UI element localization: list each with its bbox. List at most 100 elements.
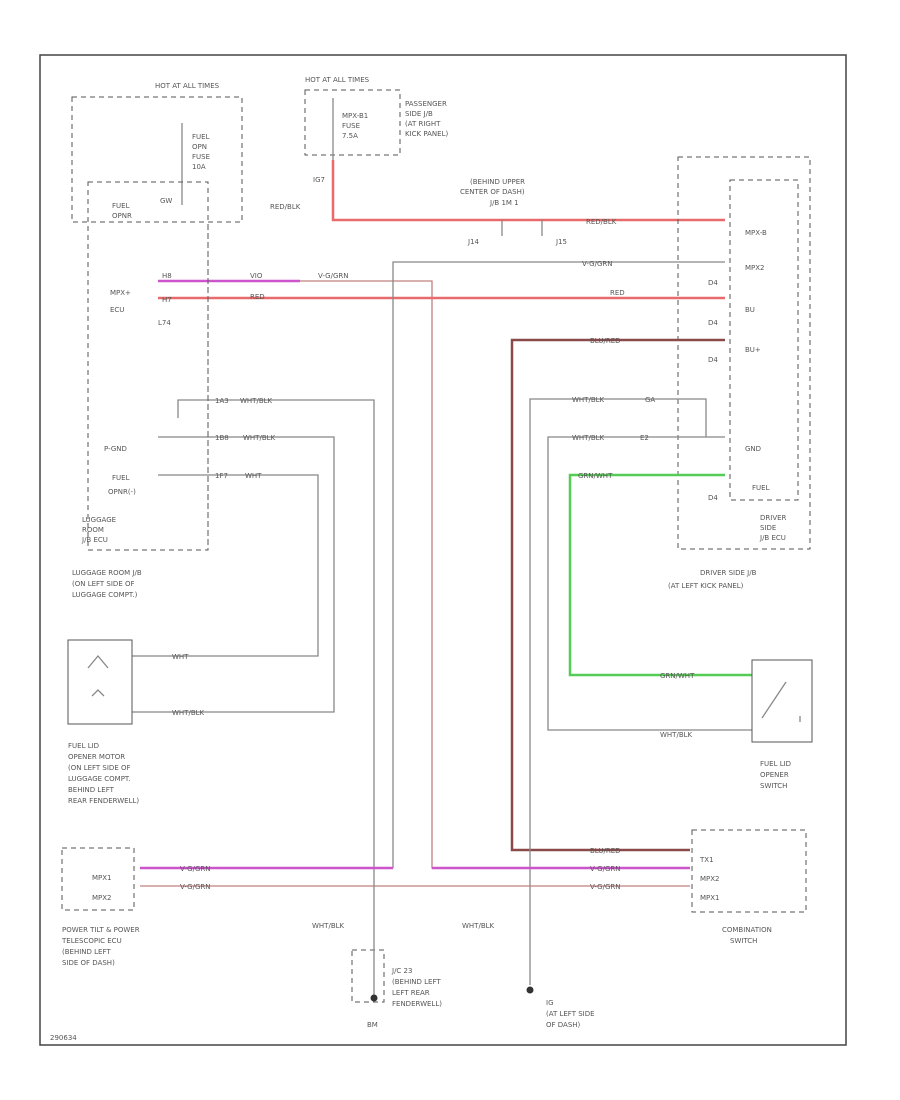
- wire-label-vio: VIO: [250, 272, 263, 280]
- combo-pin-2: MPX1: [700, 894, 720, 902]
- wire-label-blu-red-2: BLU/RED: [590, 847, 621, 855]
- luggage-jb-loc-2: LUGGAGE COMPT.): [72, 591, 138, 599]
- power-tilt-3: SIDE OF DASH): [62, 959, 115, 967]
- hot-at-all-times-top: HOT AT ALL TIMES: [305, 76, 370, 84]
- pin-1a3: 1A3: [215, 397, 229, 405]
- fuel-opnr2-1: OPNR(-): [108, 488, 136, 496]
- power-tilt-pin-0: MPX1: [92, 874, 112, 882]
- fuel-lid-motor-3: LUGGAGE COMPT.: [68, 775, 131, 783]
- fuel-lid-motor-5: REAR FENDERWELL): [68, 797, 139, 805]
- wire-wht-blk-gnd: [547, 436, 752, 731]
- passenger-jb-3: KICK PANEL): [405, 130, 448, 138]
- pin-d4-3: D4: [708, 356, 718, 364]
- driver-jb-inner: [729, 179, 799, 501]
- fuse-box-top: [304, 89, 401, 156]
- combo-pin-1: MPX2: [700, 875, 720, 883]
- luggage-jb-box: [87, 181, 209, 551]
- wire-wht: [132, 474, 319, 657]
- wire-label-red-blk-2: RED/BLK: [586, 218, 617, 226]
- fuse-fuel-opn-1: OPN: [192, 143, 207, 151]
- driver-jb-box-1: SIDE: [760, 524, 776, 532]
- driver-jb-pin-1: MPX2: [745, 264, 765, 272]
- driver-jb-pin-5: FUEL: [752, 484, 770, 492]
- luggage-jb-box-0: LUGGAGE: [82, 516, 116, 524]
- luggage-jb-box-1: ROOM: [82, 526, 104, 534]
- fuse-fuel-opn-0: FUEL: [192, 133, 210, 141]
- combination-switch-box: [691, 829, 807, 913]
- ground-right-1: (AT LEFT SIDE: [546, 1010, 595, 1018]
- wire-label-wht-blk-8: WHT/BLK: [462, 922, 495, 930]
- fuse-mpx-b1-1: FUSE: [342, 122, 360, 130]
- fuel-opnr-1: OPNR: [112, 212, 132, 220]
- luggage-jb-box-2: J/B ECU: [81, 536, 108, 544]
- passenger-jb-2: (AT RIGHT: [405, 120, 441, 128]
- driver-jb-loc-0: DRIVER SIDE J/B: [700, 569, 757, 577]
- wire-label-wht-1: WHT: [245, 472, 262, 480]
- ground-left-dot: [370, 994, 378, 1002]
- diagram-id: 290634: [50, 1034, 77, 1042]
- driver-jb-box-2: J/B ECU: [759, 534, 786, 542]
- fuel-lid-motor-box: [67, 639, 133, 725]
- ground-junction-0: J/C 23: [391, 967, 412, 975]
- wire-label-red-right: RED: [610, 289, 625, 297]
- mpx-ecu-0: MPX+: [110, 289, 131, 297]
- pin-l74: L74: [158, 319, 171, 327]
- pin-h7: H7: [162, 296, 172, 304]
- driver-jb-pin-4: GND: [745, 445, 761, 453]
- pin-d4-2: D4: [708, 319, 718, 327]
- fuel-lid-switch-box: [751, 659, 813, 743]
- fuel-lid-switch-1: OPENER: [760, 771, 789, 779]
- fuse-box-left: [71, 96, 243, 223]
- wire-label-v-grn-5: V-G/GRN: [590, 865, 620, 873]
- ground-left-name: BM: [367, 1021, 378, 1029]
- wire-red-blk: [331, 160, 725, 222]
- combo-pin-0: TX1: [699, 856, 714, 864]
- fuel-lid-switch-0: FUEL LID: [760, 760, 791, 768]
- switch-icon: [761, 681, 801, 722]
- pin-j15: J15: [555, 238, 567, 246]
- fuse-mpx-b1-2: 7.5A: [342, 132, 358, 140]
- wire-v-grn-mpx2: [392, 261, 725, 868]
- wire-label-wht-blk-7: WHT/BLK: [312, 922, 345, 930]
- wire-label-wht-blk-4: WHT/BLK: [572, 396, 605, 404]
- wire-label-grn-wht-2: GRN/WHT: [660, 672, 695, 680]
- power-tilt-pin-1: MPX2: [92, 894, 112, 902]
- pin-j14: J14: [467, 238, 480, 246]
- diagram-frame: [39, 54, 847, 1046]
- power-tilt-2: (BEHIND LEFT: [62, 948, 111, 956]
- wire-label-blu-red-1: BLU/RED: [590, 337, 621, 345]
- driver-jb-pin-3: BU+: [745, 346, 761, 354]
- wire-label-red-left: RED: [250, 293, 265, 301]
- fuel-lid-motor-4: BEHIND LEFT: [68, 786, 115, 794]
- driver-jb-outer: [677, 156, 811, 550]
- wire-grn-wht: [568, 473, 752, 677]
- wire-label-v-grn-3: V-G/GRN: [180, 865, 210, 873]
- behind-center-1: CENTER OF DASH): [460, 188, 525, 196]
- wire-label-v-grn-6: V-G/GRN: [590, 883, 620, 891]
- combination-switch-0: COMBINATION: [722, 926, 772, 934]
- fuel-opnr2-0: FUEL: [112, 474, 130, 482]
- ground-right-2: OF DASH): [546, 1021, 581, 1029]
- motor-icon: [87, 654, 109, 697]
- ground-junction-3: FENDERWELL): [392, 1000, 442, 1008]
- pin-d4-1: D4: [708, 279, 718, 287]
- wire-label-v-grn-2: V-G/GRN: [582, 260, 612, 268]
- wire-label-grn-wht-1: GRN/WHT: [578, 472, 613, 480]
- p-gnd-label: P-GND: [104, 445, 127, 453]
- power-tilt-box: [61, 847, 135, 911]
- pin-h8: H8: [162, 272, 172, 280]
- ground-junction-2: LEFT REAR: [392, 989, 430, 997]
- ground-right-0: IG: [546, 999, 554, 1007]
- wire-wht-blk-ga: [529, 398, 707, 985]
- fuel-lid-switch-2: SWITCH: [760, 782, 787, 790]
- passenger-jb-1: SIDE J/B: [405, 110, 433, 118]
- power-tilt-0: POWER TILT & POWER: [62, 926, 140, 934]
- fuel-lid-motor-0: FUEL LID: [68, 742, 99, 750]
- pin-1b8: 1B8: [215, 434, 229, 442]
- behind-center-0: (BEHIND UPPER: [470, 178, 525, 186]
- ground-junction-box: [351, 949, 385, 1003]
- pin-gw: GW: [160, 197, 172, 205]
- passenger-jb-0: PASSENGER: [405, 100, 447, 108]
- luggage-jb-loc-1: (ON LEFT SIDE OF: [72, 580, 135, 588]
